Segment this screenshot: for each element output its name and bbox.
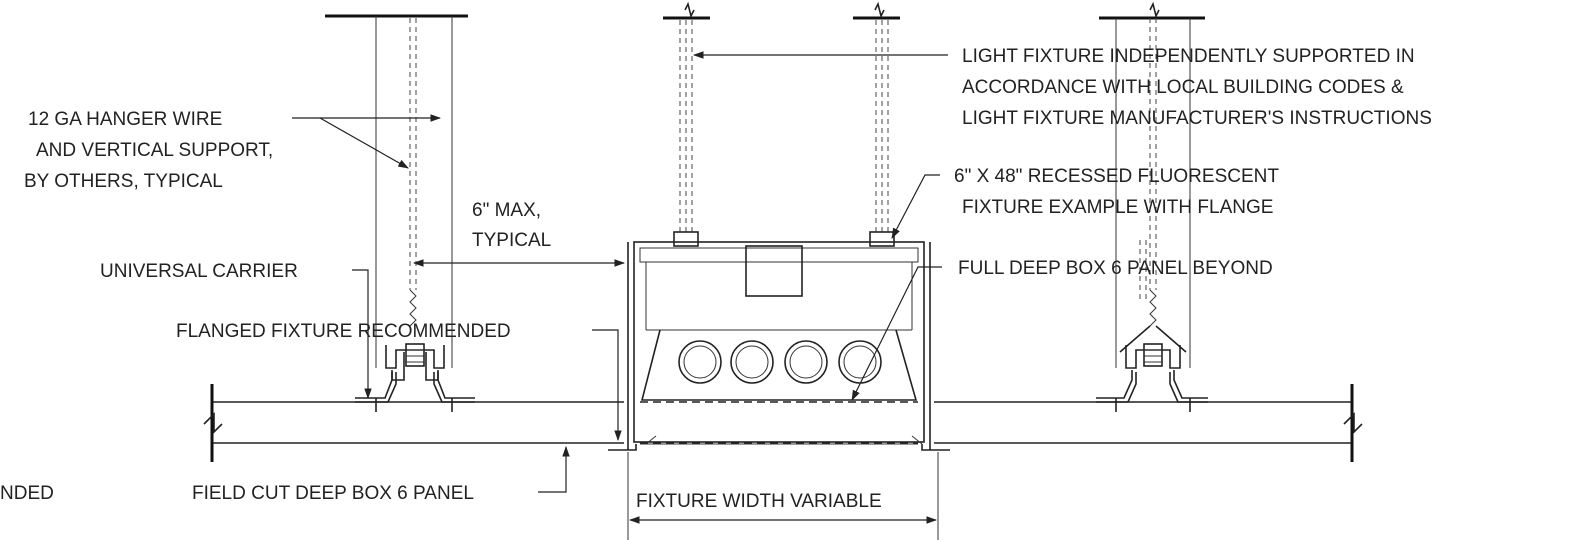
independent-support-label: LIGHT FIXTURE INDEPENDENTLY SUPPORTED IN… bbox=[962, 46, 1432, 129]
fixture-width-label: FIXTURE WIDTH VARIABLE bbox=[636, 491, 882, 512]
partial-left-label: NDED bbox=[0, 483, 54, 504]
field-cut-label: FIELD CUT DEEP BOX 6 PANEL bbox=[192, 483, 474, 504]
hanger-wire-line-3: BY OTHERS, TYPICAL bbox=[24, 171, 223, 192]
independent-support-line-1: LIGHT FIXTURE INDEPENDENTLY SUPPORTED IN bbox=[962, 46, 1415, 67]
independent-support-line-2: ACCORDANCE WITH LOCAL BUILDING CODES & bbox=[962, 77, 1404, 98]
fixture-example-line-2: FIXTURE EXAMPLE WITH FLANGE bbox=[962, 197, 1273, 218]
flanged-fixture-label: FLANGED FIXTURE RECOMMENDED bbox=[176, 321, 511, 342]
independent-support-line-3: LIGHT FIXTURE MANUFACTURER'S INSTRUCTION… bbox=[962, 108, 1432, 129]
recessed-fixture bbox=[608, 241, 950, 451]
right-hanger-assembly bbox=[1096, 18, 1208, 412]
hanger-wire-line-2: AND VERTICAL SUPPORT, bbox=[36, 140, 273, 161]
fixture-support-wires bbox=[673, 20, 1147, 300]
max-spacing-label: 6" MAX, TYPICAL bbox=[472, 200, 551, 251]
universal-carrier-label: UNIVERSAL CARRIER bbox=[100, 261, 298, 282]
max-spacing-line-2: TYPICAL bbox=[472, 230, 551, 251]
fixture-example-line-1: 6" X 48" RECESSED FLUORESCENT bbox=[954, 166, 1279, 187]
max-spacing-line-1: 6" MAX, bbox=[472, 200, 541, 221]
hanger-wire-label: 12 GA HANGER WIRE AND VERTICAL SUPPORT, … bbox=[24, 109, 273, 192]
full-deep-box-label: FULL DEEP BOX 6 PANEL BEYOND bbox=[958, 258, 1273, 279]
fixture-example-label: 6" X 48" RECESSED FLUORESCENT FIXTURE EX… bbox=[954, 166, 1279, 218]
ceiling-panel bbox=[203, 384, 1363, 462]
left-hanger-assembly bbox=[355, 16, 475, 412]
leaders bbox=[292, 51, 948, 540]
hanger-wire-line-1: 12 GA HANGER WIRE bbox=[28, 109, 222, 130]
structure-above bbox=[325, 1, 1205, 20]
